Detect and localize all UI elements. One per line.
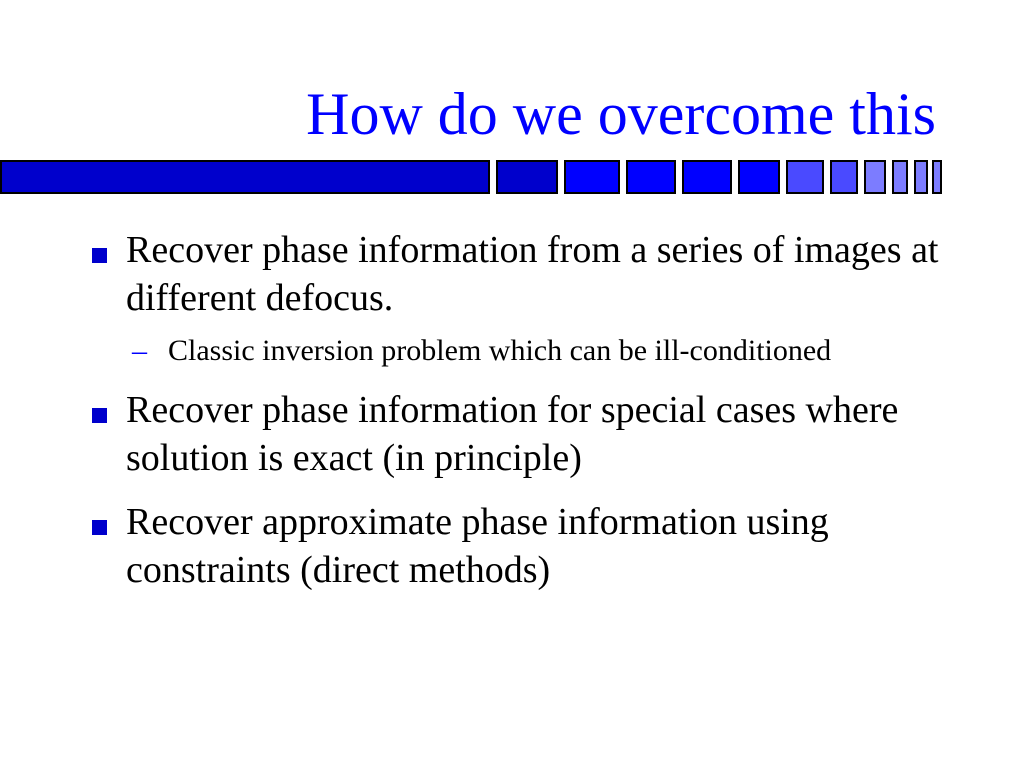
decorative-bar-segment [496,160,558,194]
sub-bullet-dash: – [132,334,147,367]
bullet-square-icon [92,520,107,535]
decorative-bar-segment [626,160,676,194]
bullet-text: Recover approximate phase information us… [126,501,829,591]
decorative-bar-segment [864,160,886,194]
decorative-bar-segment [932,160,942,194]
sub-bullet-item: – Classic inversion problem which can be… [92,332,962,370]
decorative-bar-segment [738,160,780,194]
bullet-list: Recover phase information from a series … [92,226,962,594]
bullet-text: Recover phase information for special ca… [126,389,899,479]
decorative-bar-segment [830,160,858,194]
bullet-square-icon [92,248,107,263]
bullet-square-icon [92,408,107,423]
sub-bullet-text: Classic inversion problem which can be i… [168,334,832,367]
slide-title: How do we overcome this [306,81,936,147]
decorative-bar-segment [564,160,620,194]
decorative-bar-segment [0,160,490,194]
bullet-item: Recover phase information from a series … [92,226,962,322]
decorative-bar-segment [892,160,908,194]
bullet-item: Recover phase information for special ca… [92,386,962,482]
bullet-text: Recover phase information from a series … [126,229,939,319]
decorative-bar-segment [914,160,928,194]
decorative-bar [0,160,944,194]
decorative-bar-segment [786,160,824,194]
decorative-bar-segment [682,160,732,194]
bullet-item: Recover approximate phase information us… [92,498,962,594]
